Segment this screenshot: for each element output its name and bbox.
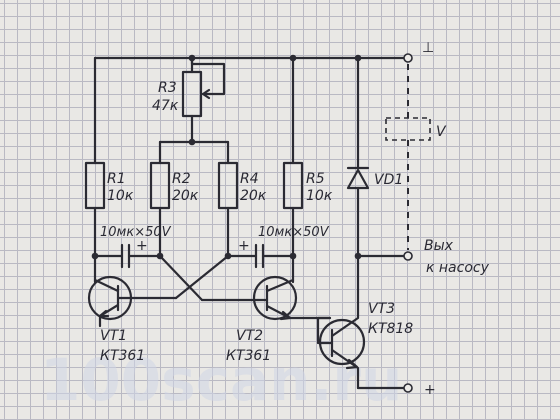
r5-value: 10к bbox=[306, 188, 333, 204]
r3-wiper-wire bbox=[190, 56, 226, 96]
r5-name: R5 bbox=[306, 171, 325, 187]
vt3-emitter-arrow bbox=[345, 358, 359, 370]
vt3-collector-lead bbox=[330, 254, 360, 338]
resistor-r4 bbox=[217, 161, 239, 210]
r4-name: R4 bbox=[240, 171, 259, 187]
diode-vd1 bbox=[346, 168, 370, 190]
vd1-label: VD1 bbox=[374, 172, 403, 188]
vt1-name: VT1 bbox=[100, 328, 127, 344]
r1-value: 10к bbox=[107, 188, 134, 204]
vt1-type: КТ361 bbox=[100, 348, 145, 364]
resistor-r1 bbox=[84, 161, 106, 210]
vt3-emitter-lead bbox=[330, 348, 360, 390]
junction-dot bbox=[188, 54, 196, 62]
r3-value: 47к bbox=[152, 98, 179, 114]
resistor-r5 bbox=[282, 161, 304, 210]
vt1-emitter-arrow bbox=[98, 309, 110, 318]
vt2-collector-lead bbox=[265, 278, 295, 293]
watermark: 100scan.ru bbox=[40, 346, 402, 414]
vt2-emitter-arrow bbox=[279, 310, 292, 321]
r4-value: 20к bbox=[240, 188, 267, 204]
minus-terminal-label: ⊥ bbox=[422, 40, 434, 56]
junction-dot bbox=[289, 252, 297, 260]
r2-value: 20к bbox=[172, 188, 199, 204]
resistor-r2 bbox=[149, 161, 171, 210]
cross-wire-a bbox=[158, 254, 204, 302]
vt2-emitter-lead bbox=[265, 304, 332, 320]
junction-dot bbox=[188, 138, 196, 146]
minus-terminal bbox=[403, 53, 413, 63]
output-label-line1: Вых bbox=[424, 238, 454, 254]
r1-name: R1 bbox=[107, 171, 126, 187]
vt3-name: VT3 bbox=[368, 301, 395, 317]
plus-terminal-label: + bbox=[424, 382, 436, 398]
cross-wire-b bbox=[174, 254, 230, 300]
plus-terminal bbox=[403, 383, 413, 393]
vt2-type: КТ361 bbox=[226, 348, 271, 364]
output-terminal bbox=[403, 251, 413, 261]
relay-coil bbox=[385, 117, 431, 141]
junction-dot bbox=[289, 54, 297, 62]
c2-value: 10мк×50V bbox=[258, 225, 330, 240]
junction-dot bbox=[354, 252, 362, 260]
r2-name: R2 bbox=[172, 171, 191, 187]
c1-value: 10мк×50V bbox=[100, 225, 172, 240]
vt3-type: КТ818 bbox=[368, 321, 413, 337]
relay-label: V bbox=[436, 124, 447, 140]
output-label-line2: к насосу bbox=[426, 260, 490, 276]
r3-wiper-arrow bbox=[201, 88, 211, 100]
vt2-name: VT2 bbox=[236, 328, 263, 344]
junction-dot bbox=[91, 252, 99, 260]
resistor-r3 bbox=[181, 70, 203, 118]
r3-name: R3 bbox=[158, 80, 177, 96]
vt3-base-lead bbox=[316, 316, 334, 345]
vt1-collector-lead bbox=[93, 278, 120, 293]
c2-plus: + bbox=[238, 238, 250, 254]
transistor-vt2 bbox=[252, 275, 298, 321]
c1-plus: + bbox=[136, 238, 148, 254]
junction-dot bbox=[354, 54, 362, 62]
